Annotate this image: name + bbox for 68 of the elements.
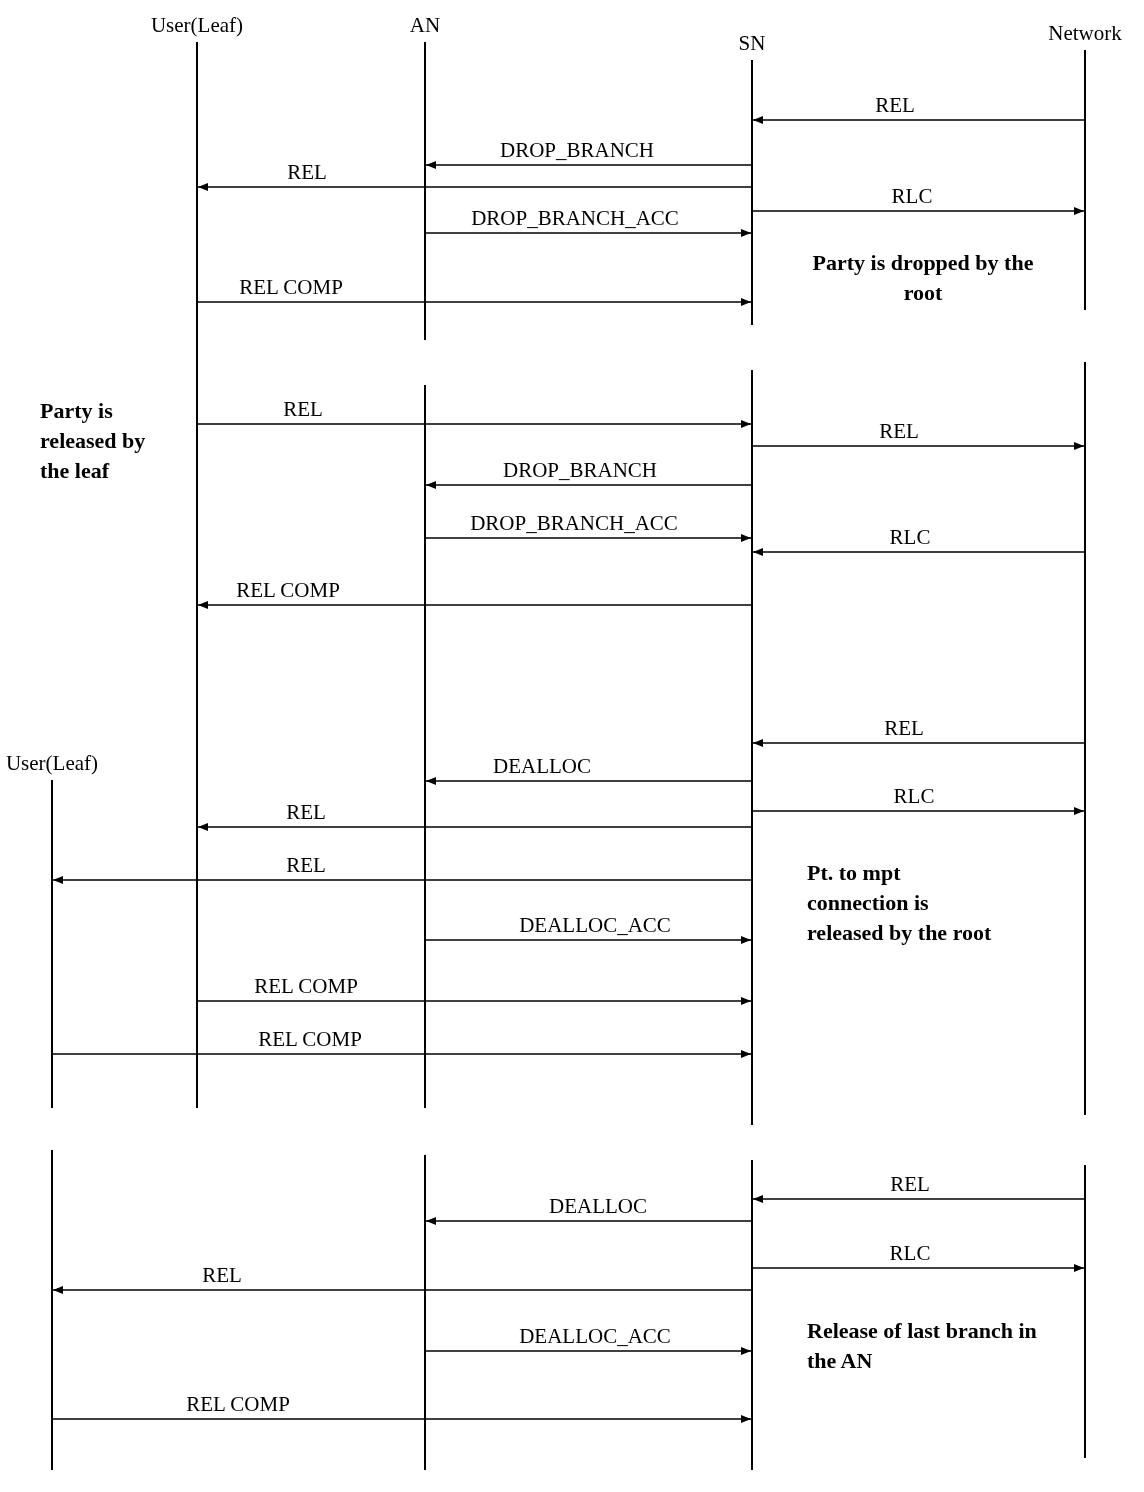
message-label: REL [202, 1264, 242, 1286]
note-text: Release of last branch in the AN [807, 1317, 1038, 1375]
message-arrow [425, 1347, 752, 1355]
lifeline [424, 385, 426, 1108]
note-text: Party is dropped by the root [811, 249, 1035, 307]
message-label: DROP_BRANCH_ACC [470, 512, 678, 534]
message-label: REL [287, 161, 327, 183]
message-arrow [197, 601, 752, 609]
message-arrow [197, 997, 752, 1005]
message-arrow [197, 298, 752, 306]
message-arrow [752, 807, 1085, 815]
message-arrow [752, 207, 1085, 215]
message-arrow [752, 1264, 1085, 1272]
message-arrow [425, 229, 752, 237]
message-arrow [52, 1415, 752, 1423]
message-label: REL [890, 1173, 930, 1195]
message-arrow [752, 116, 1085, 124]
message-arrow [197, 420, 752, 428]
message-label: REL COMP [236, 579, 340, 601]
message-arrow [425, 534, 752, 542]
message-arrow [197, 823, 752, 831]
message-label: REL [286, 854, 326, 876]
message-label: RLC [889, 526, 931, 548]
message-arrow [52, 876, 752, 884]
message-arrow [425, 161, 752, 169]
message-label: REL [879, 420, 919, 442]
lifeline [751, 1160, 753, 1470]
lifeline [424, 1155, 426, 1470]
message-arrow [752, 548, 1085, 556]
message-arrow [425, 777, 752, 785]
message-arrow [752, 442, 1085, 450]
message-label: REL [875, 94, 915, 116]
message-arrow [752, 739, 1085, 747]
message-label: REL COMP [239, 276, 343, 298]
message-label: DEALLOC [493, 755, 591, 777]
lifeline [1084, 1165, 1086, 1458]
message-label: DROP_BRANCH [500, 139, 654, 161]
message-label: DEALLOC_ACC [519, 914, 671, 936]
message-label: DROP_BRANCH_ACC [471, 207, 679, 229]
message-label: DEALLOC [549, 1195, 647, 1217]
message-arrow [52, 1050, 752, 1058]
message-label: RLC [893, 785, 935, 807]
lifeline [751, 370, 753, 1125]
lifeline [1084, 362, 1086, 1115]
participant-name: User(Leaf) [5, 751, 99, 776]
message-label: REL [286, 801, 326, 823]
message-label: RLC [891, 185, 933, 207]
message-label: RLC [889, 1242, 931, 1264]
participant-name: Network [1048, 21, 1122, 46]
message-label: REL COMP [186, 1393, 290, 1415]
message-label: REL COMP [254, 975, 358, 997]
message-arrow [425, 1217, 752, 1225]
participant-name: SN [738, 31, 766, 56]
message-arrow [752, 1195, 1085, 1203]
note-text: Pt. to mpt connection is released by the root [807, 859, 993, 947]
message-label: REL [884, 717, 924, 739]
message-label: DEALLOC_ACC [519, 1325, 671, 1347]
participant-name: AN [409, 13, 441, 38]
message-arrow [197, 183, 752, 191]
message-arrow [425, 936, 752, 944]
participant-name: User(Leaf) [150, 13, 244, 38]
message-label: REL [283, 398, 323, 420]
message-label: REL COMP [258, 1028, 362, 1050]
lifeline [51, 1150, 53, 1470]
note-text: Party is released by the leaf [40, 397, 147, 485]
message-label: DROP_BRANCH [503, 459, 657, 481]
message-arrow [52, 1286, 752, 1294]
message-arrow [425, 481, 752, 489]
